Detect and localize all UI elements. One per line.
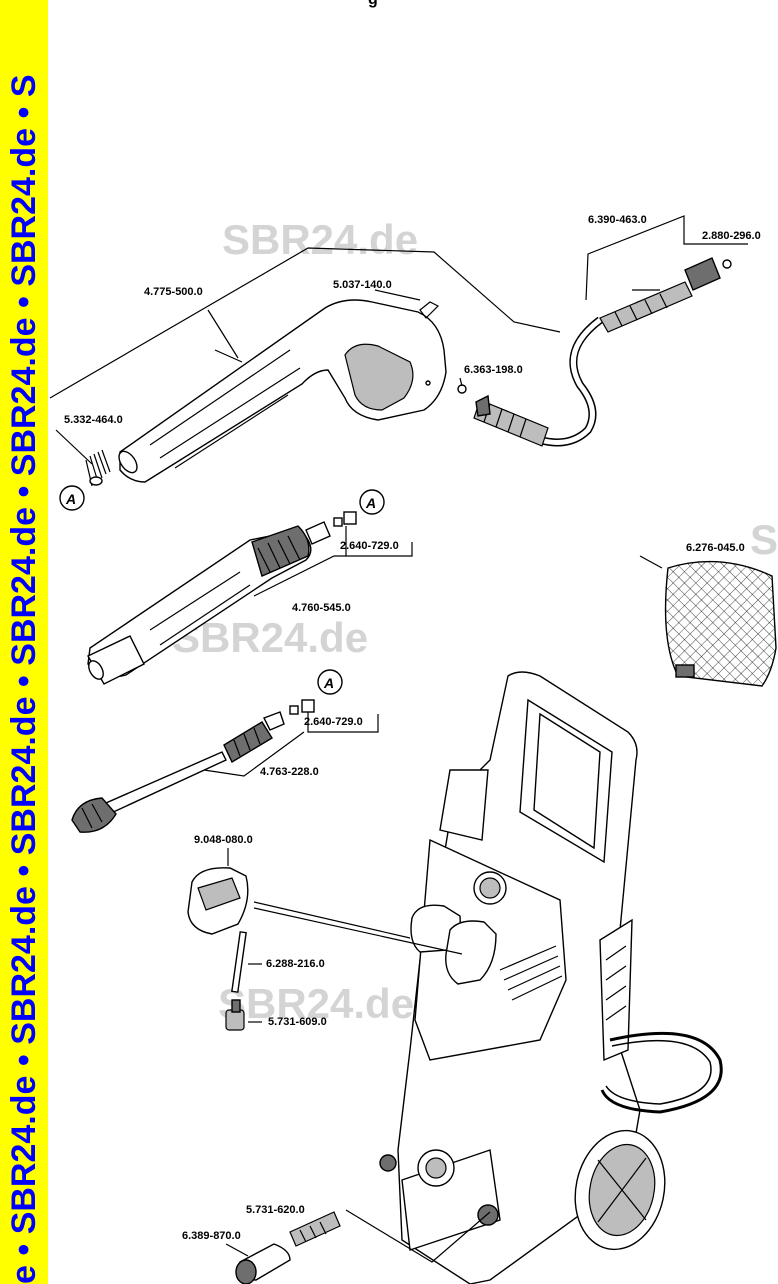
svg-text:A: A xyxy=(323,675,334,691)
hose-drawing xyxy=(473,257,721,447)
part-number-label: 6.288-216.0 xyxy=(266,958,325,970)
watermark: S xyxy=(750,516,778,563)
part-number-label: 6.363-198.0 xyxy=(464,364,523,376)
knob-drawing xyxy=(187,867,249,935)
spray-gun-drawing xyxy=(118,299,447,483)
part-number-label: 2.640-729.0 xyxy=(340,540,399,552)
part-number-label: 5.731-620.0 xyxy=(246,1204,305,1216)
o-ring-drawing xyxy=(457,384,467,394)
part-number-label: 9.048-080.0 xyxy=(194,834,253,846)
callout-a-symbol: A xyxy=(359,489,385,515)
adapter-drawing xyxy=(289,1211,341,1247)
pressure-washer-drawing xyxy=(379,671,723,1284)
part-number-label: 5.332-464.0 xyxy=(64,414,123,426)
part-number-label: 4.775-500.0 xyxy=(144,286,203,298)
part-number-label: 5.731-609.0 xyxy=(268,1016,327,1028)
watermark: SBR24.de xyxy=(222,216,419,263)
rod-drawing xyxy=(231,931,247,993)
coupling-drawing xyxy=(235,1243,291,1284)
leader-lines xyxy=(49,215,748,1263)
part-number-label: 5.037-140.0 xyxy=(333,279,392,291)
side-watermark-banner: e • SBR24.de • SBR24.de • SBR24.de • SBR… xyxy=(0,0,48,1284)
part-number-label: 6.389-870.0 xyxy=(182,1230,241,1242)
spring-drawing xyxy=(85,449,111,487)
valve-drawing xyxy=(225,999,245,1031)
title-fragment: g xyxy=(368,0,378,9)
part-number-label: 2.880-296.0 xyxy=(702,230,761,242)
side-watermark-text: e • SBR24.de • SBR24.de • SBR24.de • SBR… xyxy=(5,74,43,1284)
watermark: SBR24.de xyxy=(218,980,415,1027)
callout-a-symbol: A xyxy=(317,669,343,695)
spray-lance-drawing xyxy=(71,699,315,833)
svg-text:A: A xyxy=(365,495,376,511)
part-number-label: 4.763-228.0 xyxy=(260,766,319,778)
svg-text:A: A xyxy=(65,491,76,507)
part-number-label: 4.760-545.0 xyxy=(292,602,351,614)
part-number-label: 6.390-463.0 xyxy=(588,214,647,226)
spray-lance-drawing xyxy=(87,511,357,685)
o-ring-drawing xyxy=(722,259,732,269)
filter-bag-drawing xyxy=(664,560,777,687)
part-number-label: 2.640-729.0 xyxy=(304,716,363,728)
callout-a-symbol: A xyxy=(59,485,85,511)
part-number-label: 6.276-045.0 xyxy=(686,542,745,554)
